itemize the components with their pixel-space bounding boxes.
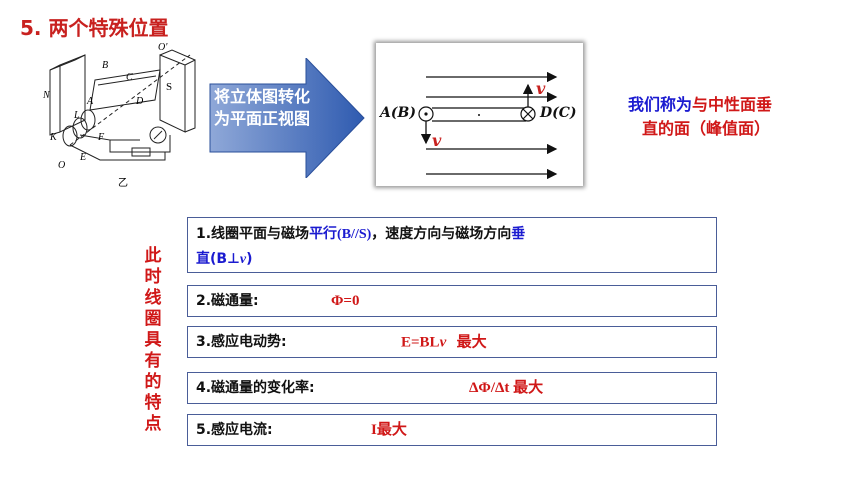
arrow-caption: 将立体图转化 为平面正视图: [214, 86, 354, 130]
vertical-char: 具: [144, 330, 162, 350]
generator-figure: N S B C O' A D L K F E O 乙: [40, 40, 210, 190]
feature-row-2: 2.磁通量: Φ=0: [187, 285, 717, 317]
vertical-char: 线: [144, 288, 162, 308]
vertical-label: 此 时 线 圈 具 有 的 特 点: [143, 246, 163, 435]
label-o: O: [58, 160, 65, 171]
vertical-char: 时: [144, 267, 162, 287]
velocity-label-bottom: v: [432, 131, 442, 150]
label-c: C: [126, 72, 133, 83]
vertical-char: 的: [144, 372, 162, 392]
label-k: K: [49, 132, 58, 143]
feature-row-4: 4.磁通量的变化率: ΔΦ/Δt 最大: [187, 372, 717, 404]
row1-end: ): [246, 251, 253, 267]
note-part3: 直的面（峰值面）: [642, 119, 771, 138]
row3-value: E=BLv 最大: [401, 329, 487, 356]
arrow-caption-line2: 为平面正视图: [214, 109, 311, 128]
row1-perp-b: 直(B⊥: [196, 251, 240, 267]
row1-perp-a: 垂: [511, 226, 526, 242]
feature-row-5: 5.感应电流: I最大: [187, 414, 717, 446]
label-e: E: [79, 152, 86, 163]
label-d-c: D(C): [540, 105, 577, 121]
row3-value-b: 最大: [446, 332, 487, 351]
note-part1: 我们称为: [628, 95, 693, 114]
figure-caption: 乙: [118, 177, 128, 189]
row3-label: 3.感应电动势:: [196, 334, 287, 350]
row3-value-v: v: [439, 334, 447, 351]
vertical-char: 有: [144, 351, 162, 371]
vertical-char: 圈: [144, 309, 162, 329]
row3-value-a: E=BL: [401, 334, 440, 351]
row1-parallel: 平行(B//S): [309, 227, 372, 242]
arrow-caption-line1: 将立体图转化: [214, 87, 311, 106]
feature-row-3: 3.感应电动势: E=BLv 最大: [187, 326, 717, 358]
row5-label: 5.感应电流:: [196, 422, 273, 438]
label-a: A: [86, 96, 94, 107]
slide-title: 5. 两个特殊位置: [20, 16, 169, 40]
row4-value: ΔΦ/Δt 最大: [469, 380, 544, 396]
label-f: F: [97, 132, 105, 143]
label-o-prime: O': [158, 42, 168, 53]
vertical-char: 点: [144, 414, 162, 434]
generator-sketch: N S B C O' A D L K F E O 乙: [42, 42, 196, 189]
label-s: S: [166, 81, 172, 93]
row2-value: Φ=0: [331, 293, 360, 309]
label-a-b: A(B): [380, 105, 416, 121]
row4-label: 4.磁通量的变化率:: [196, 380, 315, 396]
peak-plane-note: 我们称为与中性面垂 直的面（峰值面）: [628, 93, 838, 141]
note-part2: 与中性面垂: [692, 95, 773, 114]
row1-prefix: 1.线圈平面与磁场: [196, 226, 310, 242]
row1-v: v: [239, 252, 247, 267]
row5-value: I最大: [371, 422, 407, 438]
row1-mid: ，速度方向与磁场方向: [371, 226, 512, 242]
label-d: D: [135, 96, 144, 107]
label-b: B: [102, 60, 108, 71]
label-n: N: [42, 90, 51, 101]
vertical-char: 特: [144, 393, 162, 413]
label-l: L: [73, 110, 80, 121]
feature-row-1: 1.线圈平面与磁场平行(B//S)，速度方向与磁场方向垂 直(B⊥v): [187, 217, 717, 273]
convert-arrow: [206, 56, 368, 180]
row2-label: 2.磁通量:: [196, 293, 259, 309]
front-view-diagram: A(B) D(C) v v: [376, 43, 583, 186]
field-lines-diagram: [418, 71, 558, 180]
vertical-char: 此: [144, 246, 162, 266]
velocity-label-top: v: [536, 79, 546, 98]
